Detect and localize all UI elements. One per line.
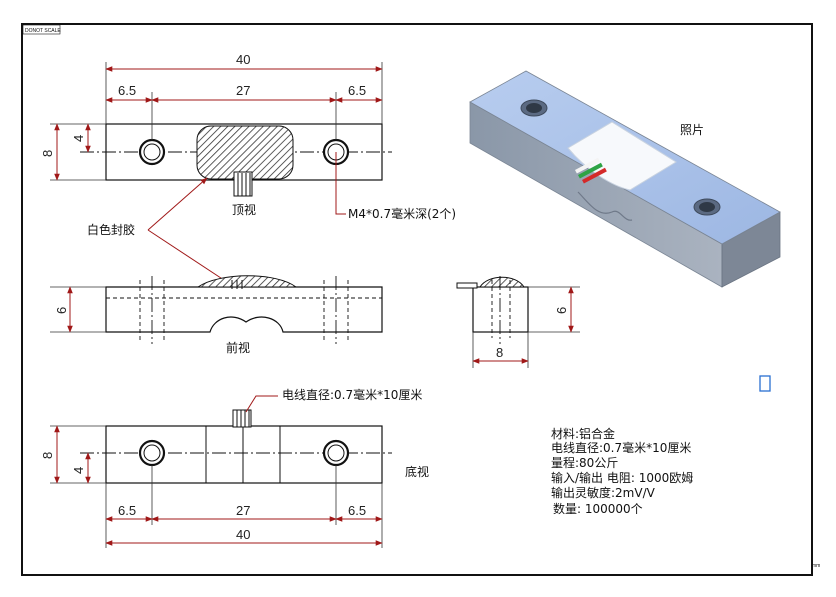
bottom-view-label: 底视	[405, 464, 429, 479]
spec-list: 材料:铝合金 电线直径:0.7毫米*10厘米 量程:80公斤 输入/输出 电阻:…	[551, 426, 693, 516]
photo-wire-green	[578, 162, 603, 179]
spec-cable: 电线直径:0.7毫米*10厘米	[551, 440, 691, 455]
top-view-sealant	[196, 125, 294, 180]
dim-top-spacing-text: 27	[236, 83, 250, 98]
photo-wire-white	[575, 157, 600, 174]
dim-top-width-text: 8	[40, 150, 55, 157]
front-view: 前视 6	[50, 275, 383, 355]
spec-range: 量程:80公斤	[551, 455, 618, 470]
dim-bottom-spacing-text: 27	[236, 503, 250, 518]
dim-side-height-text: 6	[554, 307, 569, 314]
stamp-box	[22, 24, 61, 35]
dim-bottom-overall-text: 40	[236, 527, 250, 542]
front-view-label: 前视	[226, 340, 250, 355]
dim-top-edge-right-text: 6.5	[348, 83, 366, 98]
spec-material: 材料:铝合金	[551, 426, 615, 441]
sealant-label: 白色封胶	[87, 222, 135, 237]
dim-top-overall-text: 40	[236, 52, 250, 67]
dim-top-edge-left-text: 6.5	[118, 83, 136, 98]
dim-bottom-edge-left-text: 6.5	[118, 503, 136, 518]
dim-side-width-text: 8	[496, 345, 503, 360]
bottom-view-cable	[232, 409, 252, 428]
side-view-sealant	[479, 276, 525, 288]
dim-top-center-text: 4	[71, 135, 86, 142]
stamp-text: DONOT SCALE	[25, 28, 61, 34]
dim-front-height-text: 6	[54, 307, 69, 314]
dim-bottom-edge-right-text: 6.5	[348, 503, 366, 518]
cable-note-leader	[245, 395, 278, 413]
sheet-border	[21, 23, 813, 576]
front-view-body	[105, 286, 383, 333]
corner-mark: mm	[812, 563, 820, 569]
spec-quantity: 数量: 100000个	[553, 501, 643, 516]
thread-note: M4*0.7毫米深(2个)	[348, 206, 456, 221]
side-view-cable	[456, 282, 478, 289]
thread-note-leader	[335, 152, 346, 215]
spec-sensitivity: 输出灵敏度:2mV/V	[551, 485, 656, 500]
spec-resistance: 输入/输出 电阻: 1000欧姆	[551, 470, 693, 485]
cursor-marker-icon	[759, 375, 771, 392]
top-view-hole-left-thread	[143, 143, 161, 161]
bottom-view: 电线直径:0.7毫米*10厘米 底视 8 4 6.5 27 6.5 40	[40, 387, 429, 548]
product-photo: 照片	[469, 70, 781, 288]
photo-wire-red	[582, 167, 607, 184]
cable-note: 电线直径:0.7毫米*10厘米	[282, 387, 422, 402]
front-view-sealant	[196, 275, 298, 288]
side-view: 6 8	[456, 276, 580, 368]
top-view: 顶视 40 6.5 27 6.5 8 4 M4*0.7毫米深(2个)	[40, 52, 456, 221]
photo-sealant	[567, 121, 677, 191]
side-view-body	[472, 286, 529, 333]
sealant-callout: 白色封胶	[87, 177, 231, 285]
top-view-label: 顶视	[232, 202, 256, 217]
dim-bottom-width-text: 8	[40, 452, 55, 459]
dim-bottom-center-text: 4	[71, 467, 86, 474]
photo-label: 照片	[680, 123, 704, 137]
top-view-cable	[233, 171, 253, 197]
